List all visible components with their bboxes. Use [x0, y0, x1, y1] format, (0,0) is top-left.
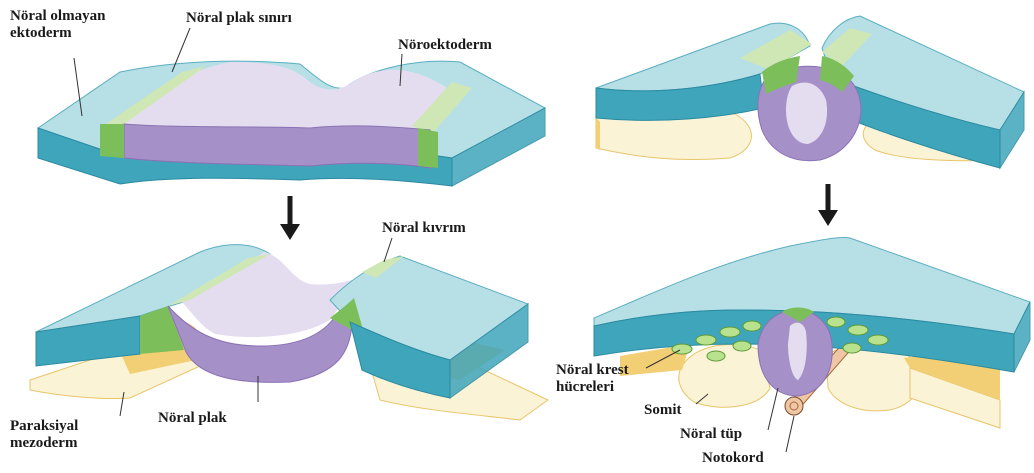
- arrow-down-right: [818, 184, 838, 226]
- panel4-notochord-core: [790, 402, 798, 410]
- label-noroektoderm: Nöroektoderm: [398, 37, 492, 54]
- panel-neural-tube-stage: [594, 237, 1030, 428]
- panel-neural-fold-stage: [30, 245, 548, 420]
- panel1-border-side-right: [418, 128, 438, 168]
- label-noral-olmayan-ektoderm: Nöral olmayan ektoderm: [10, 8, 140, 42]
- arrow-down-left: [280, 196, 300, 240]
- leader-notokord: [786, 416, 794, 452]
- crest-cell: [720, 327, 740, 337]
- crest-cell: [827, 317, 845, 327]
- leader-noral-tup: [768, 388, 778, 430]
- crest-cell: [733, 341, 751, 351]
- crest-cell: [868, 335, 888, 345]
- label-notokord: Notokord: [702, 450, 764, 467]
- panel-neural-groove-stage: [596, 16, 1024, 168]
- label-somit: Somit: [644, 402, 682, 419]
- label-noral-tup: Nöral tüp: [680, 426, 742, 443]
- crest-cell: [743, 321, 761, 331]
- panel1-neural-side: [124, 124, 432, 168]
- label-paraksiyal-mezoderm: Paraksiyal mezoderm: [10, 418, 110, 452]
- label-noral-kivrim: Nöral kıvrım: [382, 220, 466, 237]
- panel1-border-side-left: [100, 124, 124, 158]
- crest-cell: [848, 325, 868, 335]
- label-noral-plak: Nöral plak: [158, 410, 227, 427]
- leader-noral-kivrim: [384, 238, 392, 262]
- crest-cell: [707, 351, 725, 361]
- crest-cell: [843, 343, 861, 353]
- panel-neural-plate-stage: [38, 61, 545, 186]
- crest-cell: [696, 335, 716, 345]
- panel3-mesoderm-left-edge: [596, 118, 600, 150]
- label-noral-krest-hucreleri: Nöral krest hücreleri: [556, 362, 656, 396]
- label-noral-plak-siniri: Nöral plak sınırı: [186, 10, 292, 27]
